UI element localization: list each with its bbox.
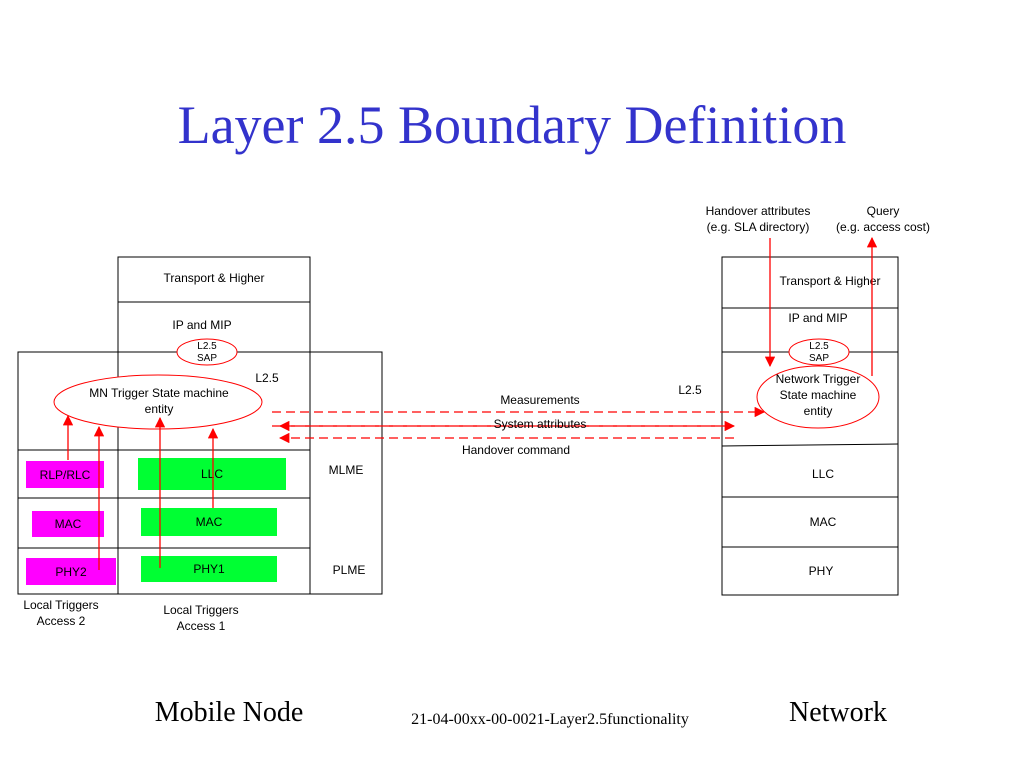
- net-query-line1: Query: [867, 204, 900, 218]
- mn-local2-line1: Local Triggers: [23, 598, 98, 612]
- mobile-node-caption: Mobile Node: [155, 697, 304, 728]
- footer-doc-id: 21-04-00xx-00-0021-Layer2.5functionality: [411, 711, 689, 728]
- mn-phy2-label: PHY2: [55, 565, 87, 579]
- mn-sap-line2: SAP: [197, 353, 217, 364]
- mn-transport-label: Transport & Higher: [164, 271, 265, 285]
- net-query-line2: (e.g. access cost): [836, 220, 930, 234]
- msg-system-attributes: System attributes: [494, 417, 587, 431]
- net-trigger-ellipse: [756, 365, 880, 429]
- mn-trigger-ellipse: [53, 374, 263, 430]
- msg-handover-command: Handover command: [462, 443, 570, 457]
- mn-trigger-line2: entity: [145, 402, 174, 416]
- mn-mac-box: [141, 508, 277, 536]
- mn-l25-label: L2.5: [255, 371, 279, 385]
- slide-title: Layer 2.5 Boundary Definition: [177, 95, 847, 155]
- mn-phy1-box: [141, 556, 277, 582]
- mn-mlme-label: MLME: [329, 463, 364, 477]
- network-caption: Network: [789, 697, 887, 728]
- mn-phy2-box: [26, 558, 116, 585]
- mn-rlp-label: RLP/RLC: [40, 468, 91, 482]
- net-trigger-line2: State machine: [780, 388, 857, 402]
- net-vertical-arrows: [764, 236, 878, 376]
- net-ip-label: IP and MIP: [788, 311, 847, 325]
- net-handover-attr-line1: Handover attributes: [706, 204, 811, 218]
- mn-mac-label: MAC: [196, 515, 223, 529]
- message-arrows: [272, 406, 766, 444]
- net-phy-label: PHY: [809, 564, 834, 578]
- mn-llc-box: [138, 458, 286, 490]
- mn-mac2-box: [32, 511, 104, 537]
- net-sap-line2: SAP: [809, 353, 829, 364]
- net-handover-attr-line2: (e.g. SLA directory): [707, 220, 810, 234]
- net-trigger-line3: entity: [804, 404, 833, 418]
- mn-trigger-arrows: [62, 414, 219, 570]
- mn-phy1-label: PHY1: [193, 562, 225, 576]
- net-sap-oval: [788, 338, 850, 366]
- mn-rlp-box: [26, 461, 104, 488]
- msg-measurements: Measurements: [500, 393, 579, 407]
- net-llc-label: LLC: [812, 467, 834, 481]
- net-sap-line1: L2.5: [809, 341, 829, 352]
- mn-trigger-line1: MN Trigger State machine: [89, 386, 229, 400]
- net-trigger-line1: Network Trigger: [776, 372, 861, 386]
- mn-local1-line2: Access 1: [177, 619, 226, 633]
- mn-plme-label: PLME: [333, 563, 366, 577]
- net-transport-label: Transport & Higher: [780, 274, 881, 288]
- mn-mac2-label: MAC: [55, 517, 82, 531]
- mn-llc-label: LLC: [201, 467, 223, 481]
- mn-local1-line1: Local Triggers: [163, 603, 238, 617]
- mn-sap-line1: L2.5: [197, 341, 217, 352]
- net-mac-label: MAC: [810, 515, 837, 529]
- net-l25-label: L2.5: [678, 383, 702, 397]
- mn-sap-oval: [176, 338, 238, 366]
- mn-ip-label: IP and MIP: [172, 318, 231, 332]
- mn-local2-line2: Access 2: [37, 614, 86, 628]
